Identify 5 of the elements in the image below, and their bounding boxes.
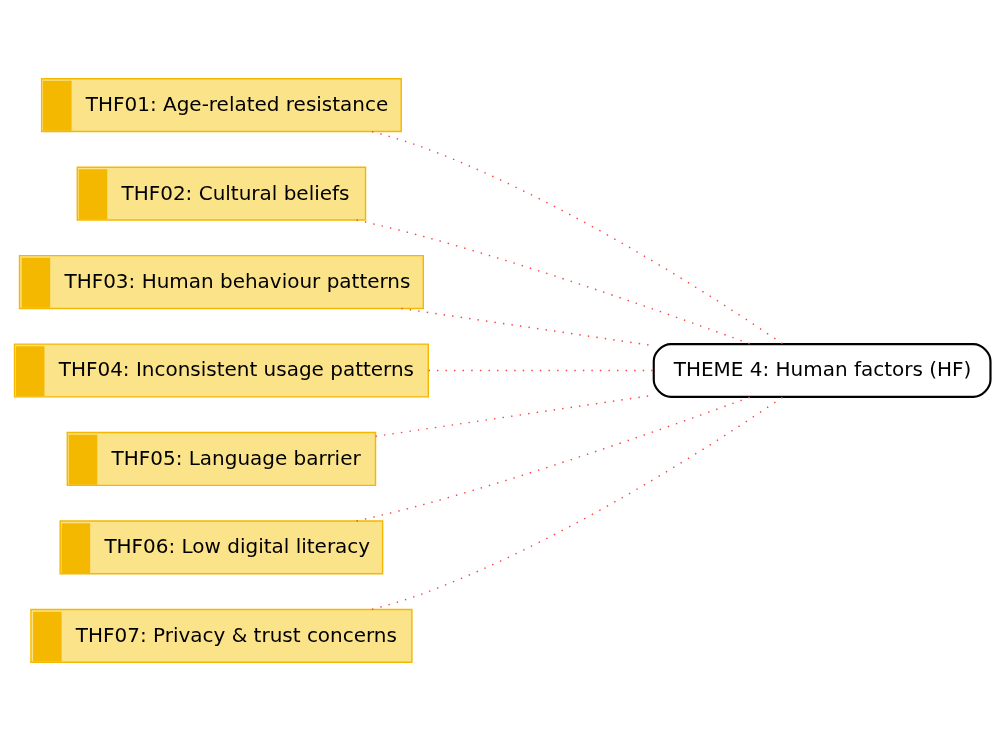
node-box: THEME 4: Human factors (HF)	[652, 342, 992, 398]
connector	[355, 395, 752, 522]
connector	[371, 396, 784, 610]
connector	[371, 130, 784, 344]
connector	[355, 218, 752, 345]
